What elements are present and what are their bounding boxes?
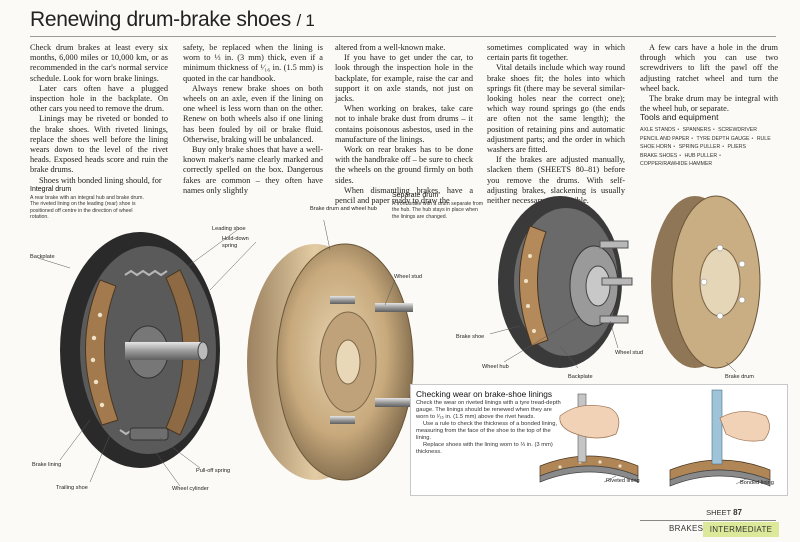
label-brake-lining: Brake lining xyxy=(32,462,62,468)
paragraph: Check the wear on riveted linings with a… xyxy=(416,400,561,420)
label-wheel-cylinder: Wheel cylinder xyxy=(172,486,209,492)
tool-item: PLIERS xyxy=(727,144,746,151)
paragraph: altered from a well-known make. xyxy=(335,43,446,52)
label-pull-off-spring: Pull-off spring xyxy=(196,468,231,474)
paragraph: If you have to get under the car, to loo… xyxy=(335,53,473,104)
integral-drum-caption: A rear brake with an integral hub and br… xyxy=(30,195,144,220)
separate-drum-heading: Separate drum xyxy=(392,192,439,199)
label-wheel-stud: Wheel stud xyxy=(394,274,422,280)
text-column-5: A few cars have a hole in the drum throu… xyxy=(640,43,778,114)
tool-item: SPANNERS xyxy=(682,127,711,133)
paragraph: When working on brakes, take care not to… xyxy=(335,104,473,144)
label-wheel-hub: Wheel hub xyxy=(482,364,509,370)
paragraph: Replace shoes with the lining worn to ⅓ … xyxy=(416,442,553,455)
tool-item: PENCIL AND PAPER xyxy=(640,135,690,142)
tools-heading: Tools and equipment xyxy=(640,112,719,122)
footer-rule xyxy=(640,520,776,521)
tool-item: TYRE DEPTH GAUGE xyxy=(696,135,750,142)
label-drum-and-hub: Brake drum and wheel hub xyxy=(310,206,377,212)
paragraph: Linings may be riveted or bonded to the … xyxy=(30,114,168,175)
paragraph: Work on rear brakes has to be done with … xyxy=(335,145,473,185)
checking-wear-heading: Checking wear on brake-shoe linings xyxy=(416,389,553,399)
paragraph: Later cars often have a plugged inspecti… xyxy=(30,83,168,114)
label-leading-shoe: Leading shoe xyxy=(212,226,246,232)
paragraph: Vital details include which way round br… xyxy=(487,63,625,155)
paragraph: If the brakes are adjusted manually, sla… xyxy=(487,155,625,206)
sheet-label: SHEET xyxy=(706,508,731,517)
paragraph: Buy only brake shoes that have a well-kn… xyxy=(183,145,323,195)
tool-item: SPRING PULLER xyxy=(678,144,721,151)
text-column-4: sometimes complicated way in which certa… xyxy=(487,43,625,206)
sheet-number: 87 xyxy=(733,508,742,517)
separate-drum-illustration xyxy=(490,195,761,373)
tool-item: HUB PULLER xyxy=(684,152,718,159)
paragraph: When dismantling brakes, have a pencil a… xyxy=(335,185,473,206)
text-column-3: altered from a well-known make. If you h… xyxy=(335,43,473,206)
label-hold-down-spring: Hold-down spring xyxy=(222,236,249,249)
tool-item: AXLE STANDS xyxy=(640,127,676,133)
tool-item: SCREWDRIVER xyxy=(718,127,758,133)
paragraph: sometimes complicated way in which certa… xyxy=(487,43,625,63)
tool-item: BRAKE SHOES xyxy=(640,152,678,159)
label-brake-shoe: Brake shoe xyxy=(456,334,485,340)
text-column-2: safety, be replaced when the lining is w… xyxy=(183,43,323,196)
label-bonded-lining: Bonded lining xyxy=(740,480,774,486)
label-riveted-lining: Riveted lining xyxy=(606,478,640,484)
checking-wear-text: Check the wear on riveted linings with a… xyxy=(416,400,566,456)
separate-drum-caption: A front brake with a drum separate from … xyxy=(392,201,484,220)
sheet-indicator: SHEET 87 xyxy=(706,508,742,517)
label-backplate: Backplate xyxy=(30,254,55,260)
title-rule xyxy=(30,36,776,37)
text-column-1: Check drum brakes at least every six mon… xyxy=(30,43,168,186)
page-title: Renewing drum-brake shoes / 1 xyxy=(30,8,315,32)
paragraph: Use a rule to check the thickness of a b… xyxy=(416,421,558,441)
label-separate-backplate: Backplate xyxy=(568,374,593,380)
checking-wear-illustrations xyxy=(539,389,771,487)
paragraph: The brake drum may be integral with the … xyxy=(640,94,778,114)
label-brake-drum: Brake drum xyxy=(725,374,754,380)
paragraph: Check drum brakes at least every six mon… xyxy=(30,43,168,83)
tool-item: SHOE HORN xyxy=(640,144,672,151)
title-part: / 1 xyxy=(296,11,315,30)
label-separate-wheel-stud: Wheel stud xyxy=(615,350,643,356)
tool-item: RULE xyxy=(756,135,771,142)
tools-list: AXLE STANDS• SPANNERS• SCREWDRIVER PENCI… xyxy=(640,127,771,168)
checking-wear-panel xyxy=(410,384,788,496)
label-trailing-shoe: Trailing shoe xyxy=(56,485,88,491)
title-main: Renewing drum-brake shoes xyxy=(30,8,291,31)
integral-drum-heading: Integral drum xyxy=(30,186,72,193)
paragraph: safety, be replaced when the lining is w… xyxy=(183,43,323,83)
tool-item: COPPER/RAWHIDE HAMMER xyxy=(640,161,713,168)
section-label: BRAKES xyxy=(669,524,704,533)
difficulty-badge: INTERMEDIATE xyxy=(703,522,779,537)
paragraph: Always renew brake shoes on both wheels … xyxy=(183,83,323,144)
integral-drum-illustration xyxy=(37,220,414,487)
paragraph: A few cars have a hole in the drum throu… xyxy=(640,43,778,93)
paragraph: Shoes with bonded lining should, for xyxy=(39,175,162,185)
